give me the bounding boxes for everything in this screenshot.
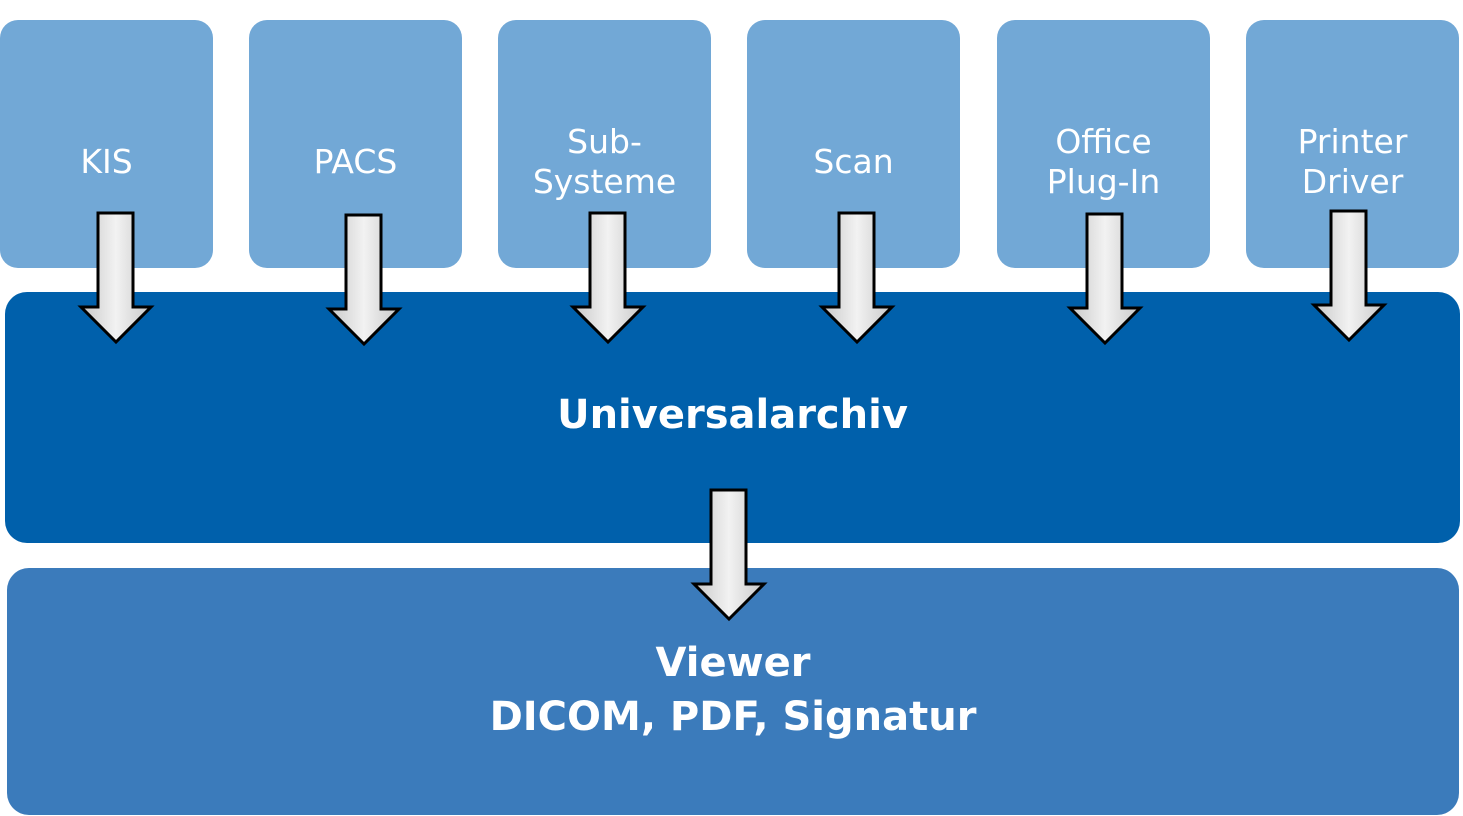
source-box-office: Office Plug-In [997, 20, 1210, 268]
archive-box: Universalarchiv [5, 292, 1460, 543]
source-box-kis: KIS [0, 20, 213, 268]
archive-label: Universalarchiv [557, 392, 908, 438]
source-box-subsysteme: Sub- Systeme [498, 20, 711, 268]
source-label-subsysteme-line2: Systeme [532, 162, 677, 201]
source-label-pacs: PACS [313, 142, 398, 181]
source-label-scan: Scan [813, 142, 894, 181]
viewer-title: Viewer [655, 640, 811, 686]
source-box-pacs: PACS [249, 20, 462, 268]
source-box-scan: Scan [747, 20, 960, 268]
viewer-box: Viewer DICOM, PDF, Signatur [7, 568, 1459, 815]
source-label-printer-line2: Driver [1301, 162, 1404, 201]
source-label-subsysteme-line1: Sub- [567, 122, 642, 161]
source-label-printer-line1: Printer [1297, 122, 1408, 161]
source-label-office-line2: Plug-In [1046, 162, 1161, 201]
source-box-printer: Printer Driver [1246, 20, 1459, 268]
viewer-subtitle: DICOM, PDF, Signatur [489, 694, 977, 740]
source-label-office-line1: Office [1055, 122, 1152, 161]
source-label-kis: KIS [80, 142, 133, 181]
